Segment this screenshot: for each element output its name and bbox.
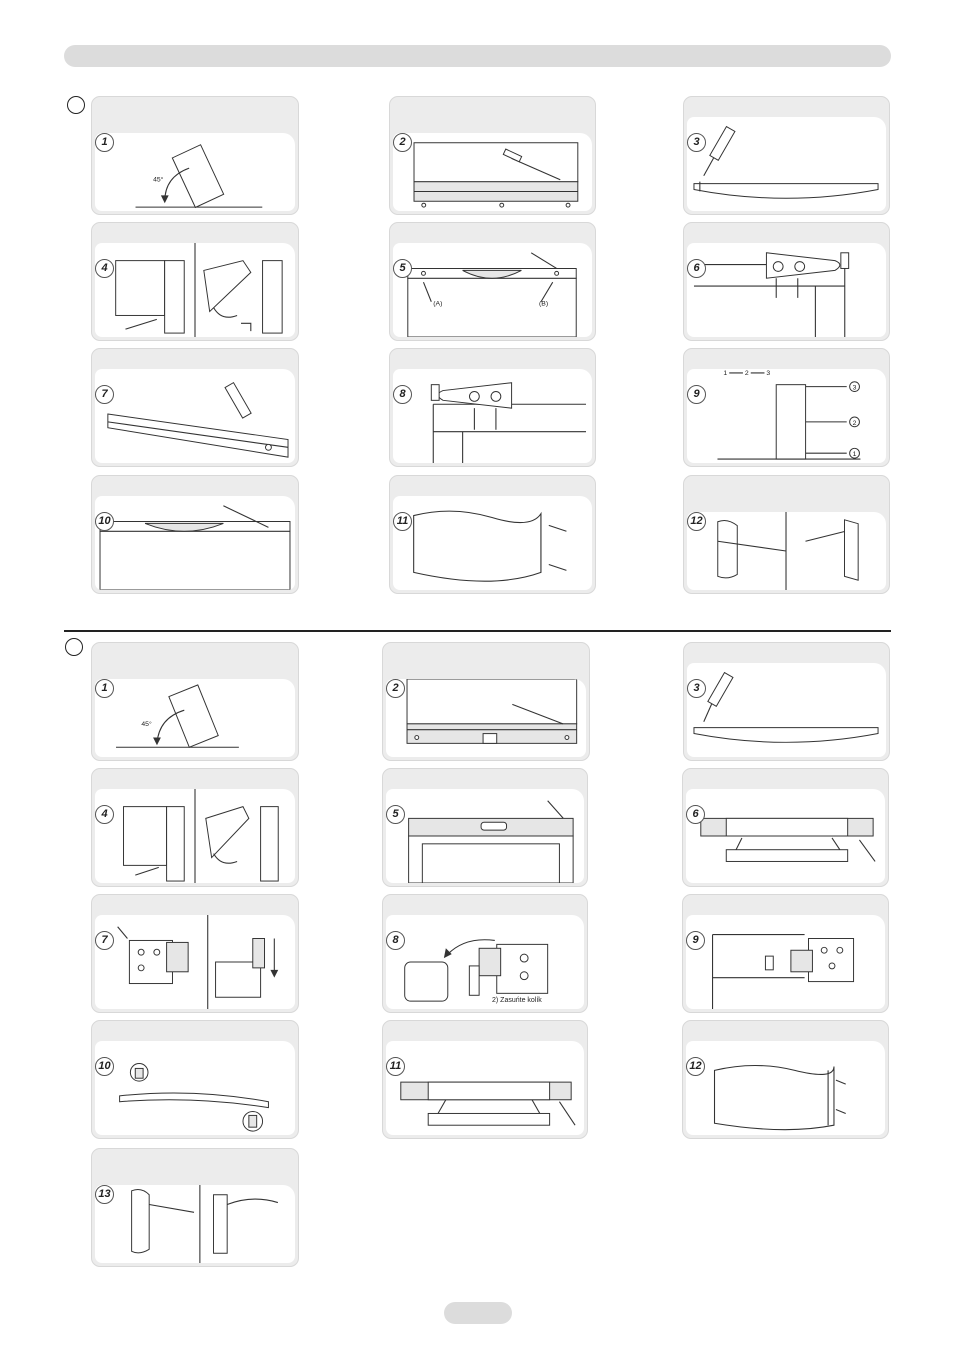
step-card-b1: 1 45° (91, 642, 299, 761)
step-number: 9 (687, 385, 706, 404)
illustration-install-hinge (686, 915, 885, 1009)
step-card-a9: 9 1 2 3 3 2 1 (683, 348, 890, 467)
step-number: 11 (386, 1057, 405, 1076)
step-card-b6: 6 (682, 768, 889, 887)
step-card-a2: 2 (389, 96, 596, 215)
step-card-b8: 8 2) Zasuńte kolík (382, 894, 588, 1013)
step-number: 10 (95, 1057, 114, 1076)
step-card-b11: 11 (382, 1020, 588, 1139)
step-number: 13 (95, 1185, 114, 1204)
sequence-3: 3 (766, 370, 770, 377)
step-number: 4 (95, 805, 114, 824)
step-card-b7: 7 (91, 894, 299, 1013)
illustration-remove-top-cover (687, 663, 886, 757)
illustration-bottom-hinge (95, 915, 295, 1009)
illustration-remove-door-cover (95, 369, 295, 463)
screw-label-b: (B) (539, 301, 548, 308)
pin-caption: 2) Zasuńte kolík (492, 997, 542, 1004)
illustration-refit-top-cover (95, 496, 295, 590)
step-number: 5 (386, 805, 405, 824)
illustration-remove-door-hinge (95, 789, 295, 883)
step-number: 11 (393, 512, 412, 531)
step-number: 2 (386, 679, 405, 698)
step-card-a6: 6 (683, 222, 890, 341)
step-number: 5 (393, 259, 412, 278)
page-number-pill (444, 1302, 512, 1324)
step-number: 3 (687, 679, 706, 698)
step-number: 6 (687, 259, 706, 278)
angle-label: 45° (141, 720, 152, 728)
illustration-remove-top-cover (687, 117, 886, 211)
screw-label-a: (A) (433, 301, 442, 308)
step-card-a7: 7 (91, 348, 299, 467)
step-card-b13: 13 (91, 1148, 299, 1267)
step-card-b10: 10 (91, 1020, 299, 1139)
step-card-a3: 3 (683, 96, 890, 215)
step-number: 1 (95, 133, 114, 152)
step-number: 1 (95, 679, 114, 698)
illustration-handle-fitting (95, 1185, 295, 1263)
step-card-b12: 12 (682, 1020, 889, 1139)
illustration-handle-screws (686, 1041, 885, 1135)
marker-2: 2 (853, 420, 857, 427)
step-number: 3 (687, 133, 706, 152)
section-b-marker (65, 638, 83, 656)
step-card-b3: 3 (683, 642, 890, 761)
step-card-b5: 5 (382, 768, 588, 887)
illustration-remove-door-hinge (95, 243, 295, 337)
illustration-handle-screws (393, 496, 592, 590)
illustration-top-hinge (687, 243, 886, 337)
illustration-door-sequence: 1 2 3 3 2 1 (687, 369, 886, 463)
step-number: 8 (386, 931, 405, 950)
step-number: 12 (686, 1057, 705, 1076)
step-number: 2 (393, 133, 412, 152)
header-bar (64, 45, 891, 67)
step-number: 8 (393, 385, 412, 404)
step-card-a4: 4 (91, 222, 299, 341)
section-a-marker (67, 96, 85, 114)
step-card-a11: 11 (389, 475, 596, 594)
sequence-2: 2 (745, 370, 749, 377)
illustration-tilt-45: 45° (95, 133, 295, 211)
step-number: 6 (686, 805, 705, 824)
illustration-move-pins (95, 1041, 295, 1135)
step-card-b9: 9 (682, 894, 889, 1013)
step-card-a8: 8 (389, 348, 596, 467)
illustration-move-hinge: 2) Zasuńte kolík (386, 915, 584, 1009)
step-number: 7 (95, 931, 114, 950)
step-card-b4: 4 (91, 768, 299, 887)
marker-1: 1 (853, 451, 857, 458)
step-card-a10: 10 (91, 475, 299, 594)
marker-3: 3 (853, 385, 857, 392)
step-number: 12 (687, 512, 706, 531)
illustration-remove-door-plate (686, 789, 885, 883)
illustration-remove-base-cover (393, 133, 592, 211)
sequence-1: 1 (723, 370, 727, 377)
step-card-b2: 2 (382, 642, 590, 761)
step-card-a5: 5 (A) (B) (389, 222, 596, 341)
illustration-remove-base-cover (386, 679, 586, 757)
illustration-refit-door-plate (386, 1041, 584, 1135)
illustration-install-hinge (393, 369, 592, 463)
angle-label: 45° (153, 176, 164, 184)
step-card-a12: 12 (683, 475, 890, 594)
illustration-handle-fitting (687, 512, 886, 590)
section-divider (64, 630, 891, 632)
step-number: 4 (95, 259, 114, 278)
step-number: 10 (95, 512, 114, 531)
illustration-screw-positions: (A) (B) (393, 243, 592, 337)
step-card-a1: 1 45° (91, 96, 299, 215)
step-number: 9 (686, 931, 705, 950)
step-number: 7 (95, 385, 114, 404)
illustration-tilt-45: 45° (95, 679, 295, 757)
illustration-remove-door-top (386, 789, 584, 883)
